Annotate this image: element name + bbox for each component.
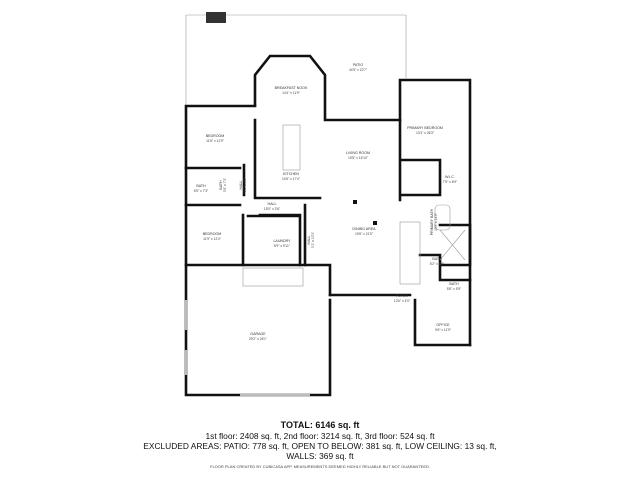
room-dims: 3'9" x 7'3": [223, 177, 227, 192]
room-dims: 11'9" x 12'4": [203, 237, 222, 241]
room-dims: 11'8" x 12'9": [206, 139, 225, 143]
room-name: PATIO: [353, 63, 363, 67]
bathtub: [434, 204, 451, 231]
room-name: BEDROOM: [206, 134, 225, 138]
room-dims: 10'9" x 14'9": [434, 212, 438, 231]
room-name: LAUNDRY: [273, 239, 291, 243]
room-dims: 19'6" x 21'5": [355, 232, 374, 236]
room-dims: 14'5" x 17'4": [282, 177, 301, 181]
room-dims: 44'9" x 22'7": [349, 68, 368, 72]
floor-areas: 1st floor: 2408 sq. ft, 2nd floor: 3214 …: [205, 431, 435, 441]
column: [353, 200, 357, 204]
wall-bath: [418, 223, 472, 282]
credit-note: FLOOR PLAN CREATED BY CUBICASA APP. MEAS…: [210, 464, 430, 469]
room-dims: 7'5" x 6'9": [443, 180, 458, 184]
room-name: OFFICE: [436, 323, 450, 327]
garage-doors: [184, 300, 310, 397]
room-name: DINING AREA: [352, 227, 376, 231]
grill-block: [206, 12, 226, 23]
room-dims: 15'0" x 3'6": [264, 207, 281, 211]
room-name: BATH: [219, 180, 223, 190]
wall-garage: [184, 263, 332, 397]
room-dims: 3'1" x 8'8": [243, 177, 247, 192]
stairs-garage: [242, 267, 304, 287]
room-name: PRIMARY BEDROOM: [407, 126, 443, 130]
room-name: W.I.C.: [445, 175, 455, 179]
room-labels: PATIO 44'9" x 22'7" BREAKFAST NOOK 14'4"…: [194, 63, 462, 341]
room-name: BEDROOM: [203, 232, 222, 236]
room-name: LIVING ROOM: [346, 151, 370, 155]
room-dims: 15'5" x 15'10": [348, 156, 369, 160]
room-dims: 12'6" x 4'0": [394, 299, 411, 303]
walls-area: WALLS: 369 sq. ft: [286, 451, 354, 461]
room-name: FOYER: [396, 294, 409, 298]
room-dims: 8'9" x 9'11": [274, 244, 291, 248]
room-name: BATH: [449, 282, 459, 286]
room-dims: 3'1" x 13'3": [311, 231, 315, 248]
excluded-areas: EXCLUDED AREAS: PATIO: 778 sq. ft, OPEN …: [143, 441, 497, 451]
room-dims: 5'8" x 5'9": [447, 287, 462, 291]
stairs-main: [399, 221, 466, 285]
room-name: BATH: [432, 257, 442, 261]
total-area: TOTAL: 6146 sq. ft: [280, 420, 360, 430]
room-dims: 13'4" x 26'3": [416, 131, 435, 135]
room-name: PRIMARY BATH: [430, 208, 434, 235]
room-name: KITCHEN: [283, 172, 299, 176]
wall-foyer-office: [328, 293, 472, 347]
room-dims: 9'6" x 11'9": [435, 328, 452, 332]
room-dims: 5'5" x 7'3": [194, 189, 209, 193]
wall-nook: [253, 54, 402, 122]
room-dims: 29'2" x 26'1": [249, 337, 268, 341]
room-name: HALL: [239, 181, 243, 190]
wall-interior-2: [241, 203, 307, 267]
column: [373, 221, 377, 225]
wall-interior-1: [184, 118, 322, 207]
room-name: HALL: [307, 236, 311, 245]
kitchen-island: [282, 124, 301, 171]
wall-left-block: [184, 104, 332, 297]
room-dims: 14'4" x 11'9": [282, 91, 301, 95]
room-name: BATH: [196, 184, 206, 188]
room-dims: 5'2" x 3'9": [430, 262, 445, 266]
room-name: HALL: [268, 202, 277, 206]
room-name: GARAGE: [250, 332, 266, 336]
room-name: BREAKFAST NOOK: [275, 86, 308, 90]
